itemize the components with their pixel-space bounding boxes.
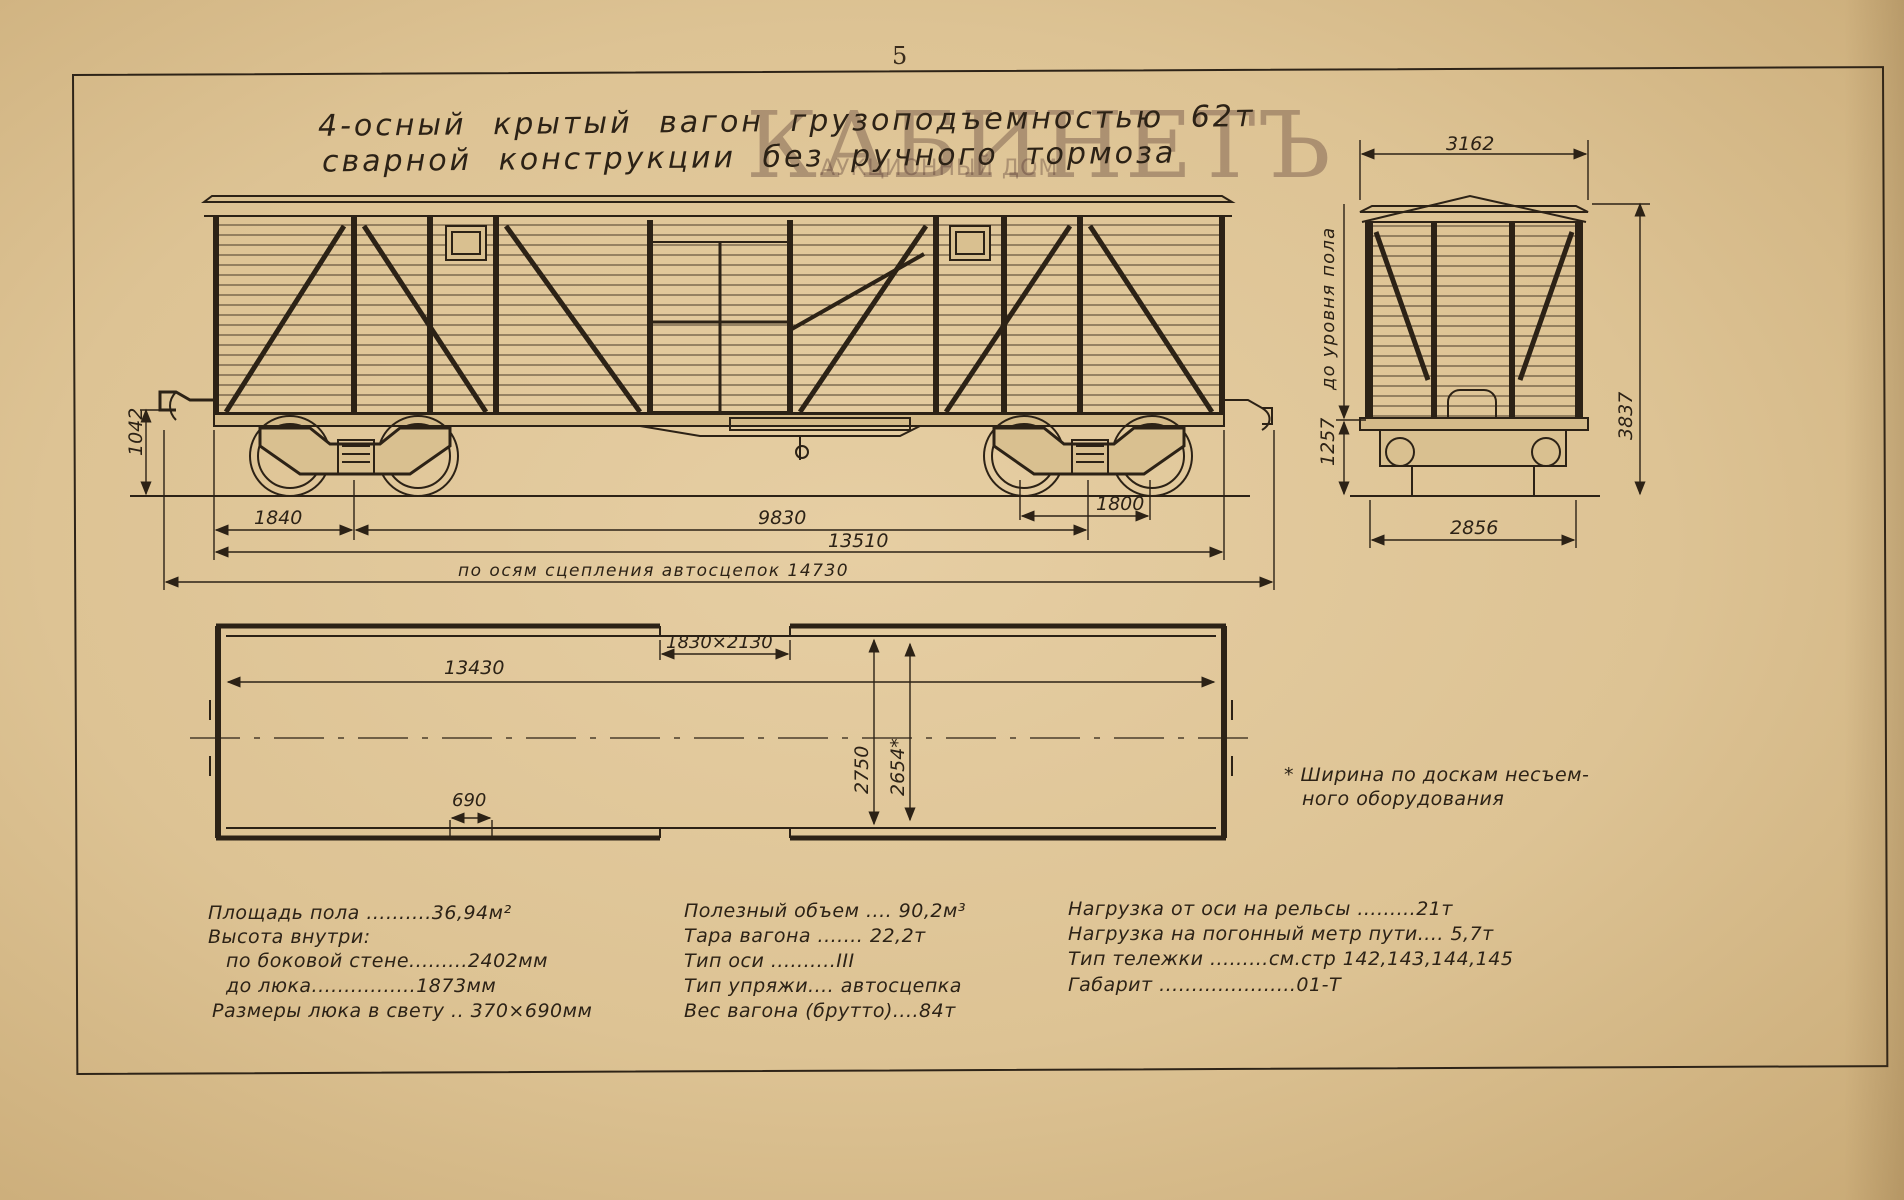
spec-axle-type: Тип оси ..........III	[684, 950, 855, 972]
spec-useful-volume: Полезный объем .... 90,2м³	[684, 900, 966, 922]
dim-hatch-width: 690	[452, 790, 486, 811]
plan-view	[190, 623, 1250, 841]
spec-meter-load: Нагрузка на погонный метр пути.... 5,7т	[1068, 923, 1494, 945]
spec-bogie-type: Тип тележки .........см.стр 142,143,144,…	[1068, 948, 1514, 970]
dim-end-bottom-width: 2856	[1450, 517, 1498, 539]
spec-side-wall: по боковой стене.........2402мм	[226, 950, 548, 972]
side-view-dimensions	[140, 408, 1275, 590]
dim-frame-length: 13510	[828, 530, 888, 552]
spec-axle-load: Нагрузка от оси на рельсы .........21т	[1068, 898, 1453, 920]
dim-board-width: 2654*	[887, 738, 909, 796]
left-bogie	[249, 415, 459, 497]
spec-to-hatch: до люка................1873мм	[226, 975, 497, 997]
note-line-2: ного оборудования	[1302, 788, 1505, 810]
dim-total-height: 3837	[1615, 392, 1637, 440]
spec-draft-gear: Тип упряжи.... автосцепка	[684, 975, 962, 997]
dim-inner-length: 13430	[444, 657, 504, 679]
dim-coupler-length: по осям сцепления автосцепок 14730	[458, 561, 849, 581]
side-view	[130, 195, 1273, 497]
floor-level-label: до уровня пола	[1318, 227, 1339, 391]
spec-gauge: Габарит .....................01-Т	[1068, 974, 1342, 996]
spec-height-inside: Высота внутри:	[208, 926, 371, 948]
right-bogie	[983, 415, 1193, 497]
spec-tare: Тара вагона ....... 22,2т	[684, 925, 926, 947]
dim-bogie-base: 1800	[1096, 493, 1144, 515]
dim-bogie-pivots: 9830	[758, 507, 806, 529]
dim-inner-width: 2750	[851, 746, 873, 794]
dim-bogie-end: 1840	[254, 507, 302, 529]
end-view	[1350, 194, 1600, 497]
spec-gross-weight: Вес вагона (брутто)....84т	[684, 1000, 956, 1022]
spec-hatch-size: Размеры люка в свету .. 370×690мм	[212, 1000, 593, 1022]
dim-floor-height: 1257	[1317, 418, 1339, 466]
dim-end-top-width: 3162	[1446, 133, 1494, 155]
page-number: 5	[892, 42, 908, 70]
watermark-logo: КАБИНЕТЪ	[746, 92, 1333, 199]
watermark-subtitle: АУКЦИОННЫЙ ДОМ	[820, 156, 1059, 181]
spec-floor-area: Площадь пола ..........36,94м²	[208, 902, 512, 924]
end-view-dimensions	[1336, 140, 1650, 548]
dim-coupler-height: 1042	[125, 408, 147, 456]
dim-door-opening: 1830×2130	[666, 632, 773, 653]
note-line-1: * Ширина по доскам несъем-	[1284, 764, 1590, 786]
plan-view-dimensions	[226, 638, 1216, 840]
